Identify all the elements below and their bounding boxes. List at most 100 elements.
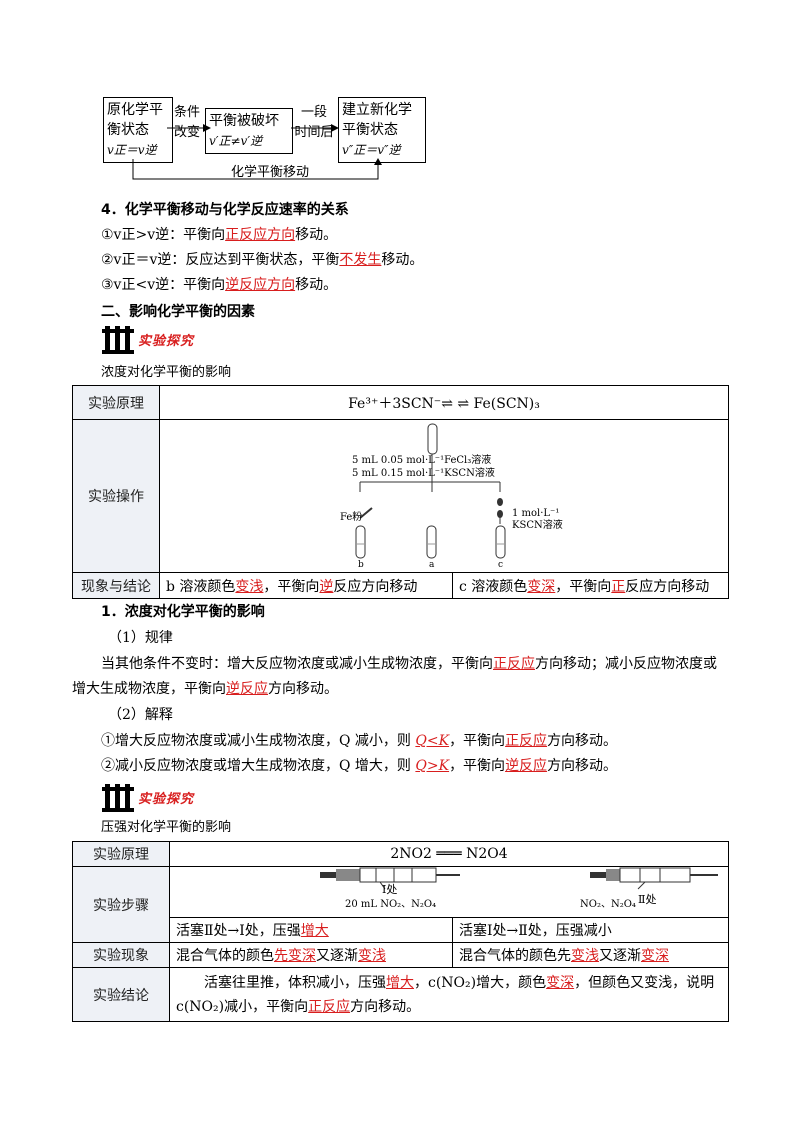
sec4-item3-key: 逆反应方向	[225, 277, 296, 293]
exp2-step-right: 活塞Ⅰ处→Ⅱ处，压强减小	[452, 917, 729, 943]
flow-arrow2-line2: 时间后	[294, 125, 334, 140]
sec1-e1-key1: Q<K	[415, 733, 450, 749]
sec1-e2-key1: Q>K	[415, 758, 450, 774]
flow-box-original: 原化学平 衡状态 v正＝v逆	[103, 97, 173, 163]
flow-arrow2-line1: 一段	[300, 105, 327, 120]
diagram-label-fe-powder: Fe粉	[340, 512, 363, 523]
sec1-e2-mid: ，平衡向	[449, 758, 506, 774]
exp2-table: 实验原理 2NO2 ═══ N2O4 实验步骤	[72, 841, 729, 1022]
exp2-conclusion-line2: c(NO₂)减小，平衡向正反应方向移动。	[176, 995, 722, 1019]
exp2-conclusion-line1: 活塞往里推，体积减小，压强增大，c(NO₂)增大，颜色变深，但颜色又变浅，说明	[176, 971, 722, 995]
flow-box3-line2: 平衡状态	[342, 122, 398, 138]
exp1-b-mid: ，平衡向	[263, 578, 320, 595]
sec4-item2-key: 不发生	[339, 252, 382, 268]
exp2-phenomenon-left: 混合气体的颜色先变深又逐渐变浅	[169, 942, 453, 968]
exp2-conclusion-text: 活塞往里推，体积减小，压强增大，c(NO₂)增大，颜色变深，但颜色又变浅，说明 …	[169, 967, 729, 1022]
exp1-b-key1: 变浅	[235, 578, 264, 595]
exp1-b-text: b 溶液颜色	[166, 578, 236, 595]
sec4-item2-text: ②v正＝v逆：反应达到平衡状态，平衡	[101, 252, 340, 268]
flow-box3-line1: 建立新化学	[342, 102, 412, 118]
exp1-operation-label: 实验操作	[72, 419, 160, 573]
flow-arrow1-label: 条件 改变	[170, 104, 204, 141]
diagram-label-b: b	[358, 560, 364, 570]
exp2-ph-right-key1: 变浅	[571, 948, 599, 964]
exp2-principle-value: 2NO2 ═══ N2O4	[169, 841, 729, 867]
exp2-row-principle: 实验原理 2NO2 ═══ N2O4	[72, 841, 729, 867]
test-tubes-diagram	[355, 423, 506, 559]
sec1-sub1: （1）规律	[108, 630, 173, 646]
sec1-e1-end: 方向移动。	[547, 733, 618, 749]
flow-bottom-label: 化学平衡移动	[230, 165, 309, 180]
sec1-para1-line1: 当其他条件不变时：增大反应物浓度或减小生成物浓度，平衡向正反应方向移动；减小反应…	[101, 654, 717, 674]
experiment-badge-2: 实验探究	[101, 784, 241, 814]
exp1-b-key2: 逆	[319, 578, 334, 595]
flow-box1-line1: 原化学平	[107, 102, 163, 118]
sec1-title: 1．浓度对化学平衡的影响	[101, 604, 265, 620]
flow-arrows	[132, 124, 382, 180]
diagram-label-fecl3: 5 mL 0.05 mol·L⁻¹FeCl₃溶液	[352, 455, 492, 466]
sec4-item3-end: 移动。	[295, 277, 338, 293]
exp2-ph-left-mid: 又逐渐	[316, 948, 358, 964]
sec4-item2-end: 移动。	[381, 252, 424, 268]
sec4-title: 4．化学平衡移动与化学反应速率的关系	[101, 202, 349, 218]
sec1-e2-key2: 逆反应	[505, 758, 548, 774]
exp2-phenomenon-right: 混合气体的颜色先变浅又逐渐变深	[452, 942, 729, 968]
exp1-result-label: 现象与结论	[72, 572, 160, 599]
flow-arrow1-line1: 条件	[173, 105, 200, 120]
experiment-badge-2-label: 实验探究	[138, 792, 195, 807]
exp2-steps-label: 实验步骤	[72, 866, 170, 943]
exp2-ph-right-text: 混合气体的颜色先	[459, 948, 571, 964]
flow-arrow1-line2: 改变	[173, 125, 200, 140]
sec4-item1: ①v正>v逆：平衡向正反应方向移动。	[101, 225, 337, 245]
sec1-e1-text: ①增大反应物浓度或减小生成物浓度，Q 减小，则	[101, 733, 416, 749]
syringe1-label-b: 20 mL NO₂、N₂O₄	[345, 899, 437, 910]
exp2-c2-text: c(NO₂)减小，平衡向	[176, 998, 309, 1015]
exp1-operation-diagram: 5 mL 0.05 mol·L⁻¹FeCl₃溶液 5 mL 0.15 mol·L…	[159, 419, 729, 573]
exp1-result-c: c 溶液颜色变深，平衡向正反应方向移动	[452, 572, 729, 599]
exp2-row-conclusion: 实验结论 活塞往里推，体积减小，压强增大，c(NO₂)增大，颜色变深，但颜色又变…	[72, 967, 729, 1022]
flow-box-new: 建立新化学 平衡状态 v″正＝v″逆	[338, 97, 426, 163]
exp1-b-end: 反应方向移动	[333, 578, 418, 595]
syringe1-label-a: Ⅰ处	[382, 883, 398, 896]
sec1-e1-mid: ，平衡向	[449, 733, 506, 749]
diagram-label-kscn-conc: 1 mol·L⁻¹	[512, 508, 560, 519]
exp1-c-text: c 溶液颜色	[459, 578, 528, 595]
exp2-c1-mid: ，c(NO₂)增大，颜色	[414, 974, 547, 991]
exp1-result-b: b 溶液颜色变浅，平衡向逆反应方向移动	[159, 572, 453, 599]
flow-arrow2-label: 一段 时间后	[290, 104, 338, 141]
syringe-icon	[320, 867, 718, 890]
exp2-ph-right-key2: 变深	[641, 948, 669, 964]
diagram-label-kscn: 5 mL 0.15 mol·L⁻¹KSCN溶液	[352, 468, 495, 479]
exp1-c-key1: 变深	[527, 578, 556, 595]
flow-box2-line1: 平衡被破坏	[209, 113, 279, 129]
sec1-e2-end: 方向移动。	[547, 758, 618, 774]
flow-box2-line2: v′正≠v′逆	[209, 134, 263, 148]
sec4-item1-key: 正反应方向	[225, 227, 296, 243]
sec1-explain1: ①增大反应物浓度或减小生成物浓度，Q 减小，则 Q<K，平衡向正反应方向移动。	[101, 731, 617, 751]
test-tube-rack-icon	[102, 326, 134, 354]
exp1-c-key2: 正	[611, 578, 626, 595]
flow-box3-line3: v″正＝v″逆	[342, 143, 401, 157]
sec4-item3: ③v正<v逆：平衡向逆反应方向移动。	[101, 275, 337, 295]
test-tube-rack-icon	[102, 784, 134, 812]
diagram-label-kscn-solution: KSCN溶液	[512, 520, 563, 531]
exp2-ph-right-mid: 又逐渐	[599, 948, 641, 964]
sec1-explain2: ②减小反应物浓度或增大生成物浓度，Q 增大，则 Q>K，平衡向逆反应方向移动。	[101, 756, 617, 776]
exp1-c-mid: ，平衡向	[555, 578, 612, 595]
exp2-c1-text: 活塞往里推，体积减小，压强	[204, 974, 386, 991]
exp2-step-left-key: 增大	[300, 923, 329, 939]
syringe2-label-b: Ⅱ处	[638, 893, 657, 906]
exp2-step-left-text: 活塞Ⅱ处→Ⅰ处，压强	[176, 923, 301, 939]
syringe2-label-a: NO₂、N₂O₄	[580, 899, 636, 910]
exp2-row-steps: 活塞Ⅱ处→Ⅰ处，压强增大 活塞Ⅰ处→Ⅱ处，压强减小	[73, 917, 729, 943]
experiment-badge-1-label: 实验探究	[138, 334, 195, 349]
sec1-p2-key: 逆反应	[226, 681, 268, 697]
flow-box-broken: 平衡被破坏 v′正≠v′逆	[205, 108, 293, 154]
sec4-item1-text: ①v正>v逆：平衡向	[101, 227, 226, 243]
sec1-p1-text: 当其他条件不变时：增大反应物浓度或减小生成物浓度，平衡向	[101, 656, 493, 672]
exp1-table: 实验原理 Fe³⁺＋3SCN⁻⇌ ⇌ Fe(SCN)₃ 实验操作	[72, 385, 729, 599]
exp2-syringe-diagram: Ⅰ处 20 mL NO₂、N₂O₄ NO₂、N₂O₄ Ⅱ处	[169, 866, 729, 918]
sec1-p1-key: 正反应	[493, 656, 535, 672]
exp1-principle-label: 实验原理	[72, 385, 160, 420]
exp2-c2-key: 正反应	[308, 998, 351, 1015]
